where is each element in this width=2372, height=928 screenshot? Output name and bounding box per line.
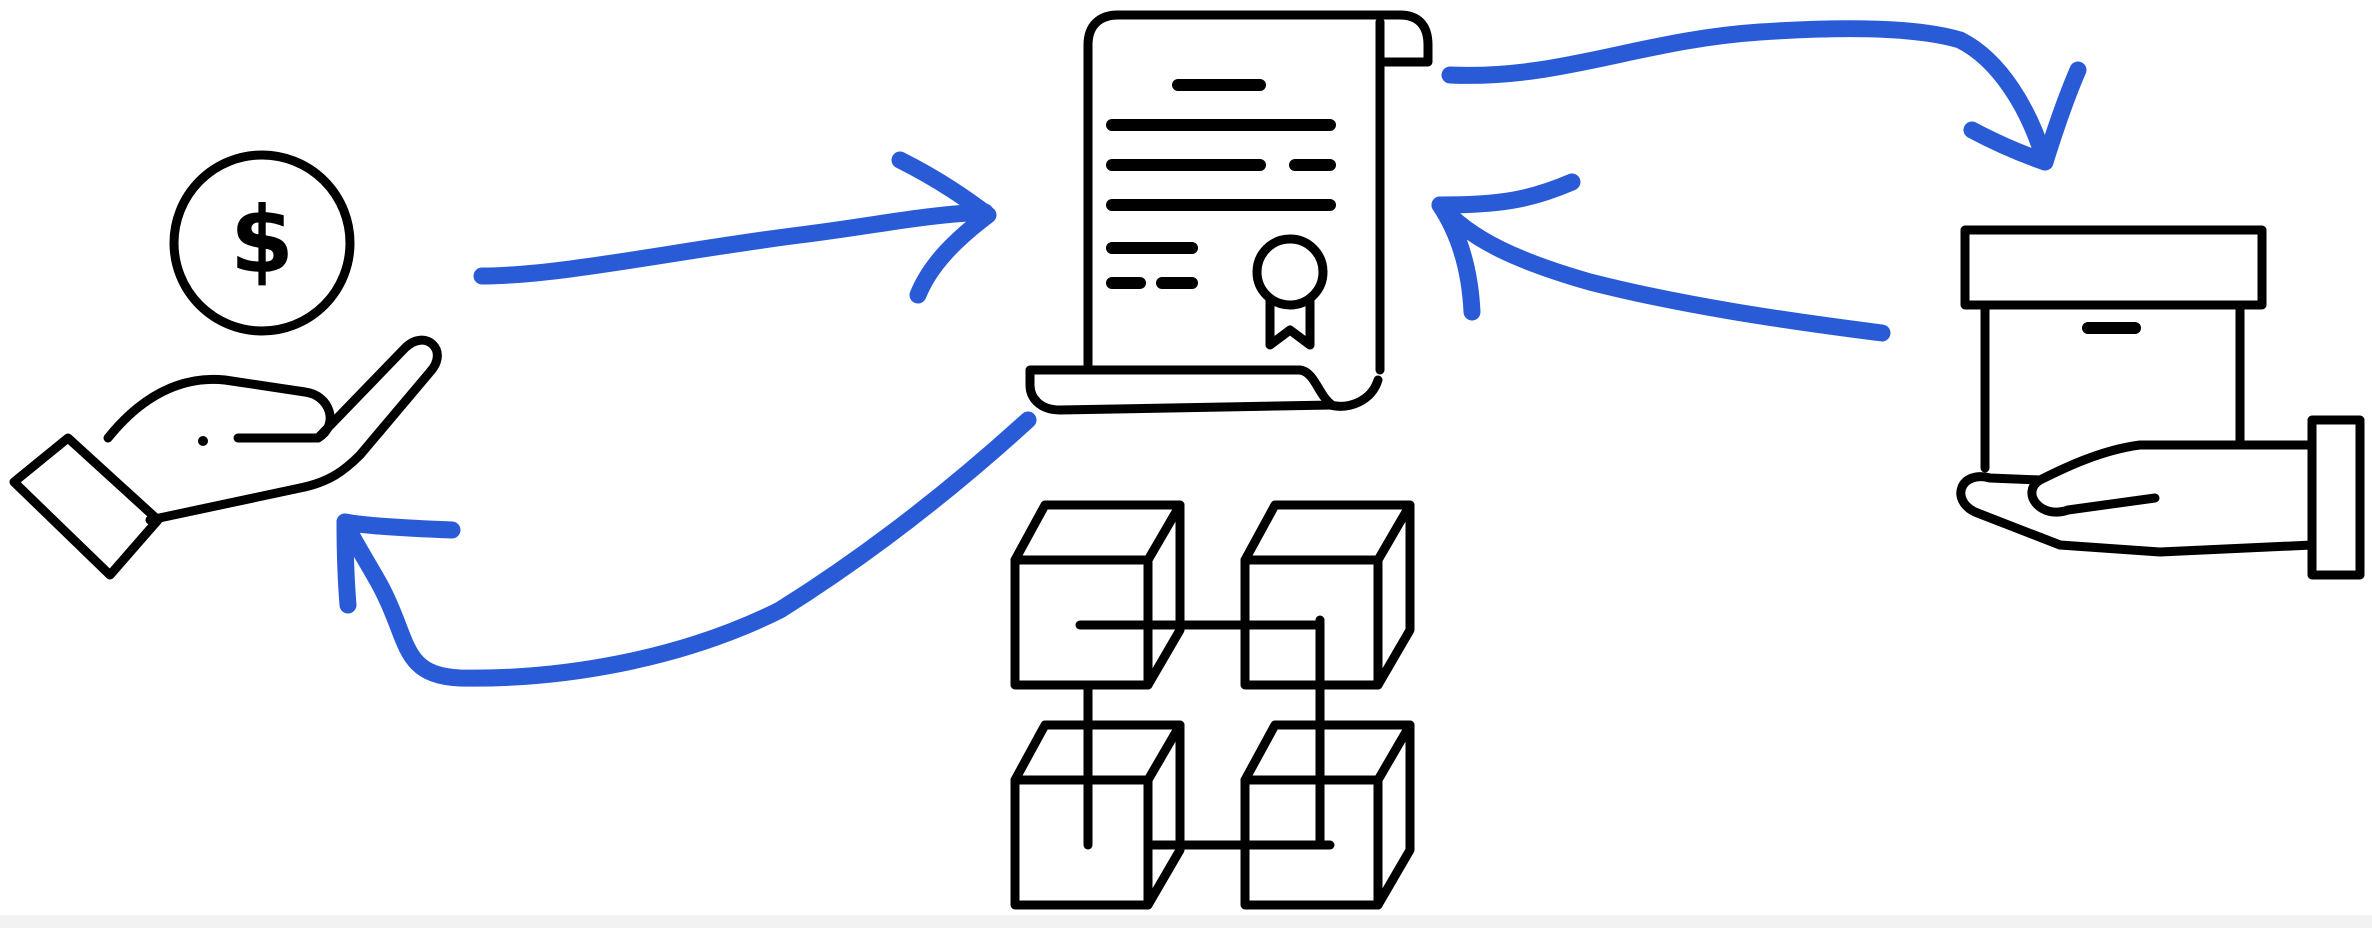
contract-document-icon [1025, 10, 1433, 415]
bottom-edge [0, 915, 2372, 928]
arrow-contract-to-supplier [1441, 20, 2087, 171]
coin-icon: $ [169, 150, 355, 336]
blockchain-icon [1010, 500, 1415, 910]
thumb-dot [198, 436, 208, 446]
arrow-contract-to-payer [336, 411, 1037, 687]
arrow-supplier-to-contract [1431, 173, 1891, 342]
hand-with-coin-icon: $ [9, 150, 442, 580]
dollar-symbol: $ [230, 187, 294, 294]
arrow-payer-to-contract [473, 151, 997, 304]
hand-with-box-icon [1956, 225, 2365, 580]
